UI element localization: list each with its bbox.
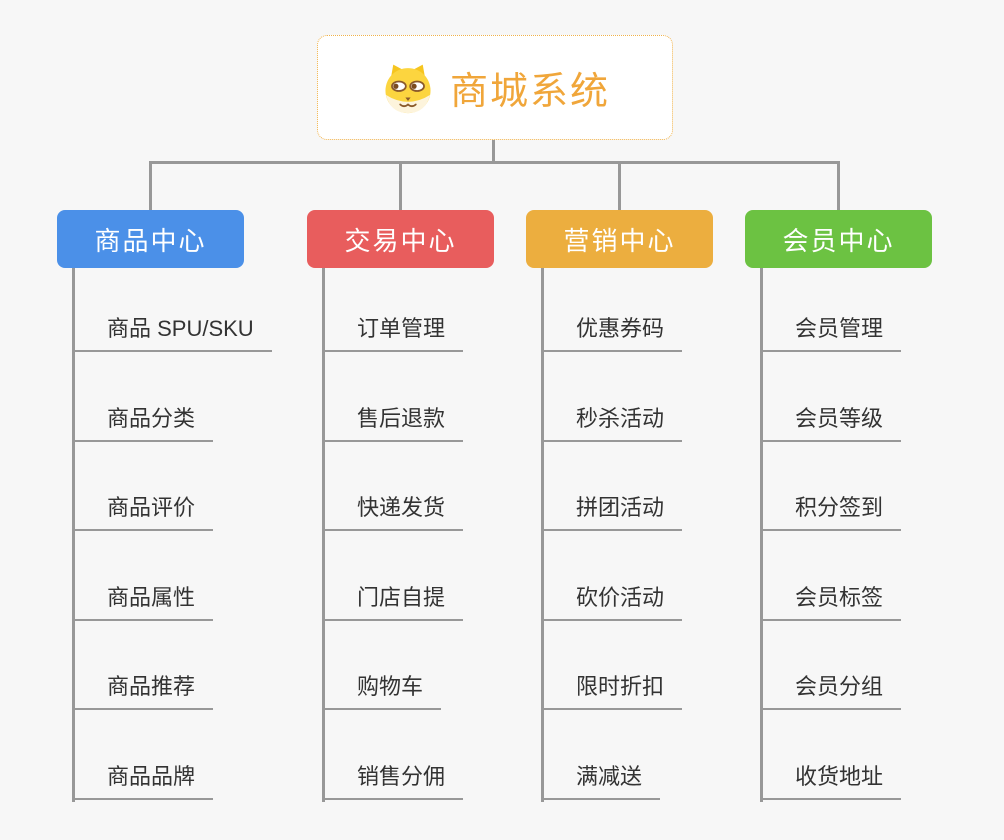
drop-connector-product: [149, 164, 152, 210]
node-sales-commission[interactable]: 销售分佣: [322, 762, 464, 800]
node-product-attribute[interactable]: 商品属性: [72, 583, 214, 621]
node-shopping-cart[interactable]: 购物车: [322, 672, 442, 710]
branch-trunk-line: [760, 268, 763, 802]
node-order-management[interactable]: 订单管理: [322, 314, 464, 352]
node-bargain-activity[interactable]: 砍价活动: [541, 583, 683, 621]
drop-connector-marketing: [618, 164, 621, 210]
drop-connector-trade: [399, 164, 402, 210]
branch-trade-center: 交易中心 订单管理 售后退款 快递发货 门店自提 购物车 销售分佣: [307, 210, 494, 810]
node-product-category[interactable]: 商品分类: [72, 404, 214, 442]
root-title: 商城系统: [449, 71, 610, 113]
node-product-spu-sku[interactable]: 商品 SPU/SKU: [72, 314, 272, 352]
dog-face-icon: [385, 64, 431, 113]
node-points-checkin[interactable]: 积分签到: [760, 493, 902, 531]
node-product-review[interactable]: 商品评价: [72, 493, 214, 531]
root-node-mall-system[interactable]: 商城系统: [317, 35, 673, 140]
node-store-pickup[interactable]: 门店自提: [322, 583, 464, 621]
branch-marketing-center: 营销中心 优惠券码 秒杀活动 拼团活动 砍价活动 限时折扣 满减送: [526, 210, 713, 810]
node-express-shipping[interactable]: 快递发货: [322, 493, 464, 531]
branch-header-member-center[interactable]: 会员中心: [745, 210, 932, 268]
node-member-management[interactable]: 会员管理: [760, 314, 902, 352]
node-member-level[interactable]: 会员等级: [760, 404, 902, 442]
node-limited-time-discount[interactable]: 限时折扣: [541, 672, 683, 710]
branches-horizontal-connector: [149, 161, 840, 164]
root-stem-connector: [492, 140, 495, 163]
branch-trunk-line: [322, 268, 325, 802]
branch-header-marketing-center[interactable]: 营销中心: [526, 210, 713, 268]
node-product-brand[interactable]: 商品品牌: [72, 762, 214, 800]
branch-header-trade-center[interactable]: 交易中心: [307, 210, 494, 268]
node-coupon-code[interactable]: 优惠券码: [541, 314, 683, 352]
branch-trunk-line: [72, 268, 75, 802]
node-shipping-address[interactable]: 收货地址: [760, 762, 902, 800]
drop-connector-member: [837, 164, 840, 210]
branch-header-product-center[interactable]: 商品中心: [57, 210, 244, 268]
node-product-recommend[interactable]: 商品推荐: [72, 672, 214, 710]
node-full-reduction[interactable]: 满减送: [541, 762, 661, 800]
node-aftersale-refund[interactable]: 售后退款: [322, 404, 464, 442]
node-member-groups[interactable]: 会员分组: [760, 672, 902, 710]
node-member-tags[interactable]: 会员标签: [760, 583, 902, 621]
branch-member-center: 会员中心 会员管理 会员等级 积分签到 会员标签 会员分组 收货地址: [745, 210, 932, 810]
branch-product-center: 商品中心 商品 SPU/SKU 商品分类 商品评价 商品属性 商品推荐 商品品牌: [57, 210, 272, 810]
branch-trunk-line: [541, 268, 544, 802]
node-group-buy[interactable]: 拼团活动: [541, 493, 683, 531]
node-flash-sale[interactable]: 秒杀活动: [541, 404, 683, 442]
